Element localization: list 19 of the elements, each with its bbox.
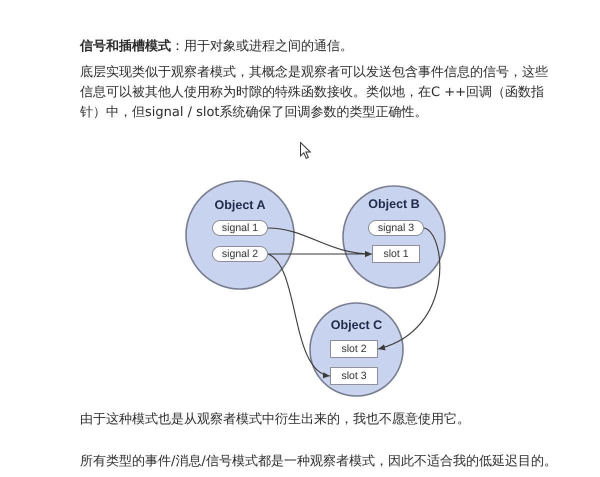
paragraph: 所有类型的事件/消息/信号模式都是一种观察者模式，因此不适合我的低延迟目的。 — [80, 453, 557, 471]
arrow — [268, 254, 330, 377]
signal-pill: signal 1 — [212, 220, 268, 236]
object-circle — [309, 302, 404, 397]
signal-pill: signal 3 — [368, 220, 424, 236]
arrow — [378, 228, 440, 350]
paragraph: 底层实现类似于观察者模式，其概念是观察者可以发送包含事件信息的信号，这些信息可以被其他人使用称为时隙的特殊函数接收。类似地，在C ++回调（函数指针）中，但signal / slot系统确保了回调参数的类型正确性。 — [80, 64, 549, 122]
object-title: Object A — [214, 198, 266, 212]
arrow — [268, 250, 372, 258]
slot-box: slot 2 — [330, 340, 378, 358]
object-title: Object B — [368, 197, 420, 211]
paragraph: 由于这种模式也是从观察者模式中衍生出来的，我也不愿意使用它。 — [80, 411, 470, 429]
object-title: Object C — [330, 318, 382, 332]
signal-pill: signal 2 — [212, 246, 268, 262]
slot-box: slot 1 — [372, 245, 420, 263]
object-circle — [342, 185, 446, 289]
paragraph: 信号和插槽模式：用于对象或进程之间的通信。 — [80, 38, 353, 56]
slot-box: slot 3 — [330, 367, 378, 385]
object-circle — [185, 180, 295, 290]
